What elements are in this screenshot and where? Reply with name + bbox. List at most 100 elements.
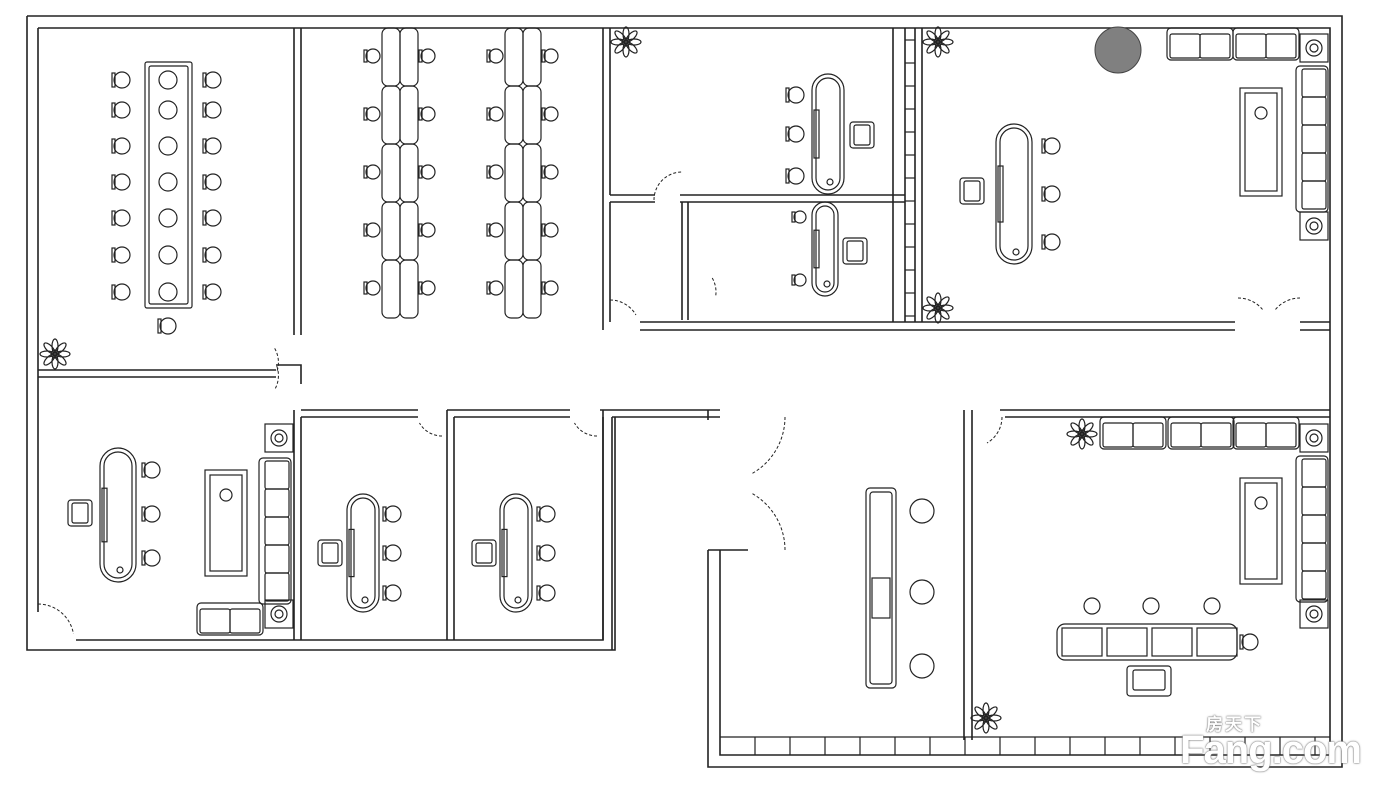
chair-icon	[111, 173, 131, 191]
leaf	[625, 30, 638, 43]
sofa-cushion	[1301, 486, 1327, 516]
doors	[37, 171, 1301, 634]
sofa-cushion	[1301, 458, 1327, 488]
leaf	[54, 342, 67, 355]
chair-seat	[143, 461, 161, 479]
outer-wall-inner	[37, 27, 1331, 756]
desk-drawer	[501, 528, 508, 578]
sofa-cushion	[1132, 422, 1164, 448]
chair-icon	[785, 125, 805, 143]
armchair-icon	[959, 177, 985, 205]
lamp-icon	[1299, 423, 1329, 453]
chair-back	[382, 545, 387, 561]
chair-seat	[113, 137, 131, 155]
chair-icon	[418, 280, 436, 296]
chair-icon	[541, 48, 559, 64]
chair-icon	[486, 106, 504, 122]
chair-back	[111, 174, 116, 190]
table-seat	[158, 245, 178, 265]
chair-icon	[363, 48, 381, 64]
lamp-bulb	[1309, 43, 1319, 53]
armchair-seat	[963, 180, 981, 202]
chair-back	[363, 107, 368, 121]
chair-icon	[202, 209, 222, 227]
chair-back	[202, 210, 207, 226]
chair-icon	[486, 48, 504, 64]
chair-icon	[541, 280, 559, 296]
plant-center	[933, 303, 943, 313]
chair-back	[141, 550, 146, 566]
chair-back	[418, 107, 423, 121]
plant-center	[50, 349, 60, 359]
chair-back	[1041, 186, 1046, 202]
workstation-desk	[399, 27, 419, 87]
lamp-icon	[264, 599, 294, 629]
door-entrance-2	[752, 493, 786, 551]
chair-seat	[488, 280, 504, 296]
chair-icon	[536, 584, 556, 602]
chair-seat	[143, 549, 161, 567]
sofa-icon	[1167, 416, 1235, 450]
chair-back	[363, 165, 368, 179]
chair-icon	[202, 283, 222, 301]
round-object	[1094, 26, 1142, 74]
table-ornament	[1254, 106, 1268, 120]
workstation-desk	[522, 259, 542, 319]
sofa-cushion	[1301, 180, 1327, 210]
chair-back	[202, 72, 207, 88]
sofa-cushion	[1170, 422, 1202, 448]
sofa-cushion	[1301, 570, 1327, 600]
door-lower-left	[37, 603, 74, 634]
coffee-table	[1239, 87, 1283, 197]
chair-icon	[486, 280, 504, 296]
chair-icon	[909, 498, 935, 524]
table-ornament	[219, 488, 233, 502]
chair-back	[486, 281, 491, 295]
workstation-desk	[381, 259, 401, 319]
table-seat	[158, 100, 178, 120]
chair-seat	[538, 584, 556, 602]
desk-lamp	[514, 596, 522, 604]
chair-seat	[1241, 633, 1259, 651]
chair-icon	[541, 222, 559, 238]
chair-seat	[365, 222, 381, 238]
chair-seat	[1043, 185, 1061, 203]
chair-seat	[159, 317, 177, 335]
sofa-cushion	[264, 572, 290, 602]
chair-back	[536, 585, 541, 601]
wall-lower-left	[293, 409, 748, 650]
chair-icon	[382, 505, 402, 523]
door-top-middle	[609, 299, 637, 316]
armchair-seat	[71, 502, 89, 524]
chair-back	[536, 545, 541, 561]
counter-step	[871, 577, 891, 619]
chair-back	[541, 107, 546, 121]
door-lower-right	[986, 416, 1003, 444]
desk-lamp	[1012, 248, 1020, 256]
outer-wall-outer	[26, 15, 1343, 768]
sofa-cushion	[1301, 68, 1327, 98]
chair-seat	[420, 48, 436, 64]
workstation-desk	[522, 85, 542, 145]
reception-desk-inner	[869, 491, 893, 685]
chair-icon	[202, 71, 222, 89]
chair-seat	[143, 505, 161, 523]
chair-icon	[157, 317, 177, 335]
chair-back	[536, 506, 541, 522]
chair-icon	[418, 106, 436, 122]
desk-icon	[99, 447, 137, 583]
desk-drawer	[813, 229, 820, 269]
chair-back	[418, 165, 423, 179]
chair-icon	[1142, 597, 1160, 615]
lamp-shade	[1305, 605, 1323, 623]
lamp-bulb	[1309, 433, 1319, 443]
chair-back	[785, 126, 790, 142]
leaf	[985, 706, 998, 719]
desk-inner	[503, 497, 529, 609]
chair-back	[418, 281, 423, 295]
desk-lamp	[116, 566, 124, 574]
armchair-icon	[1126, 665, 1172, 697]
chair-back	[382, 585, 387, 601]
lamp-shade	[1305, 429, 1323, 447]
chair-back	[141, 462, 146, 478]
